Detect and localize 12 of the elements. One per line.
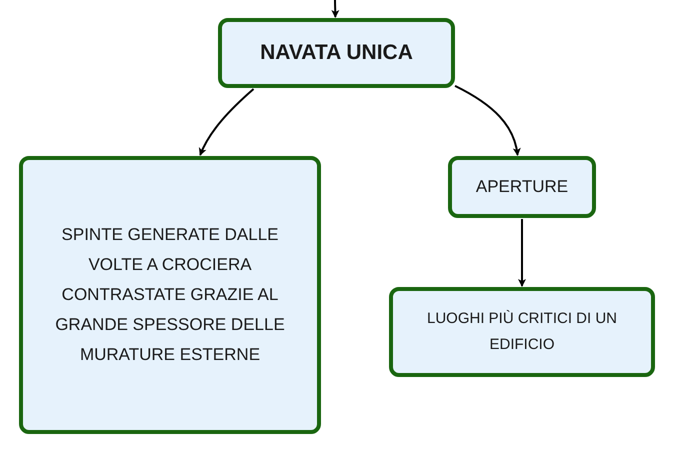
arrow <box>331 0 340 18</box>
concept-box <box>19 156 321 434</box>
node-text: SPINTE GENERATE DALLE VOLTE A CROCIERA CONTRASTATE GRAZIE AL GRANDE SPESSORE DELLE MURATURE ESTERNE <box>54 224 286 366</box>
concept-box <box>389 287 655 377</box>
node-text: NAVATA UNICA <box>260 40 413 66</box>
arrow <box>454 85 520 156</box>
node-text: LUOGHI PIÙ CRITICI DI UN EDIFICIO <box>426 309 618 355</box>
arrow <box>199 88 254 156</box>
concept-box <box>218 18 455 88</box>
concept-box <box>448 156 596 218</box>
arrow <box>518 219 526 287</box>
node-text: APERTURE <box>476 176 568 198</box>
